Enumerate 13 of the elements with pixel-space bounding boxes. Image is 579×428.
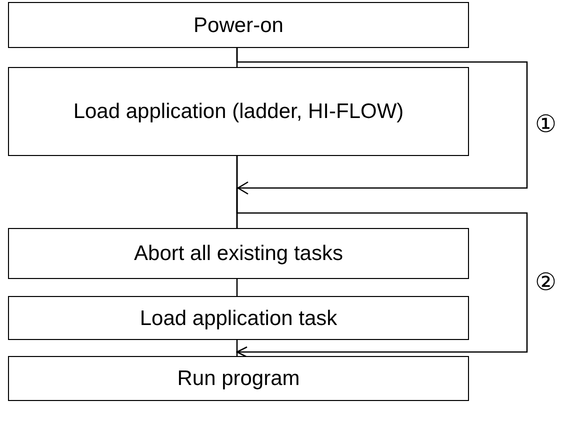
process-box <box>8 67 469 156</box>
process-box <box>8 228 469 279</box>
box-text: Load application task <box>140 306 338 332</box>
box-text: Run program <box>177 366 300 392</box>
arrow <box>236 156 528 358</box>
connector-line <box>236 340 238 356</box>
box-text: Load application (ladder, HI-FLOW) <box>73 99 404 125</box>
box-text: Power-on <box>194 12 284 38</box>
process-box <box>8 2 469 48</box>
box-text: Abort all existing tasks <box>134 241 343 267</box>
process-box <box>8 296 469 340</box>
connector-line <box>236 279 238 296</box>
process-box <box>8 356 469 401</box>
